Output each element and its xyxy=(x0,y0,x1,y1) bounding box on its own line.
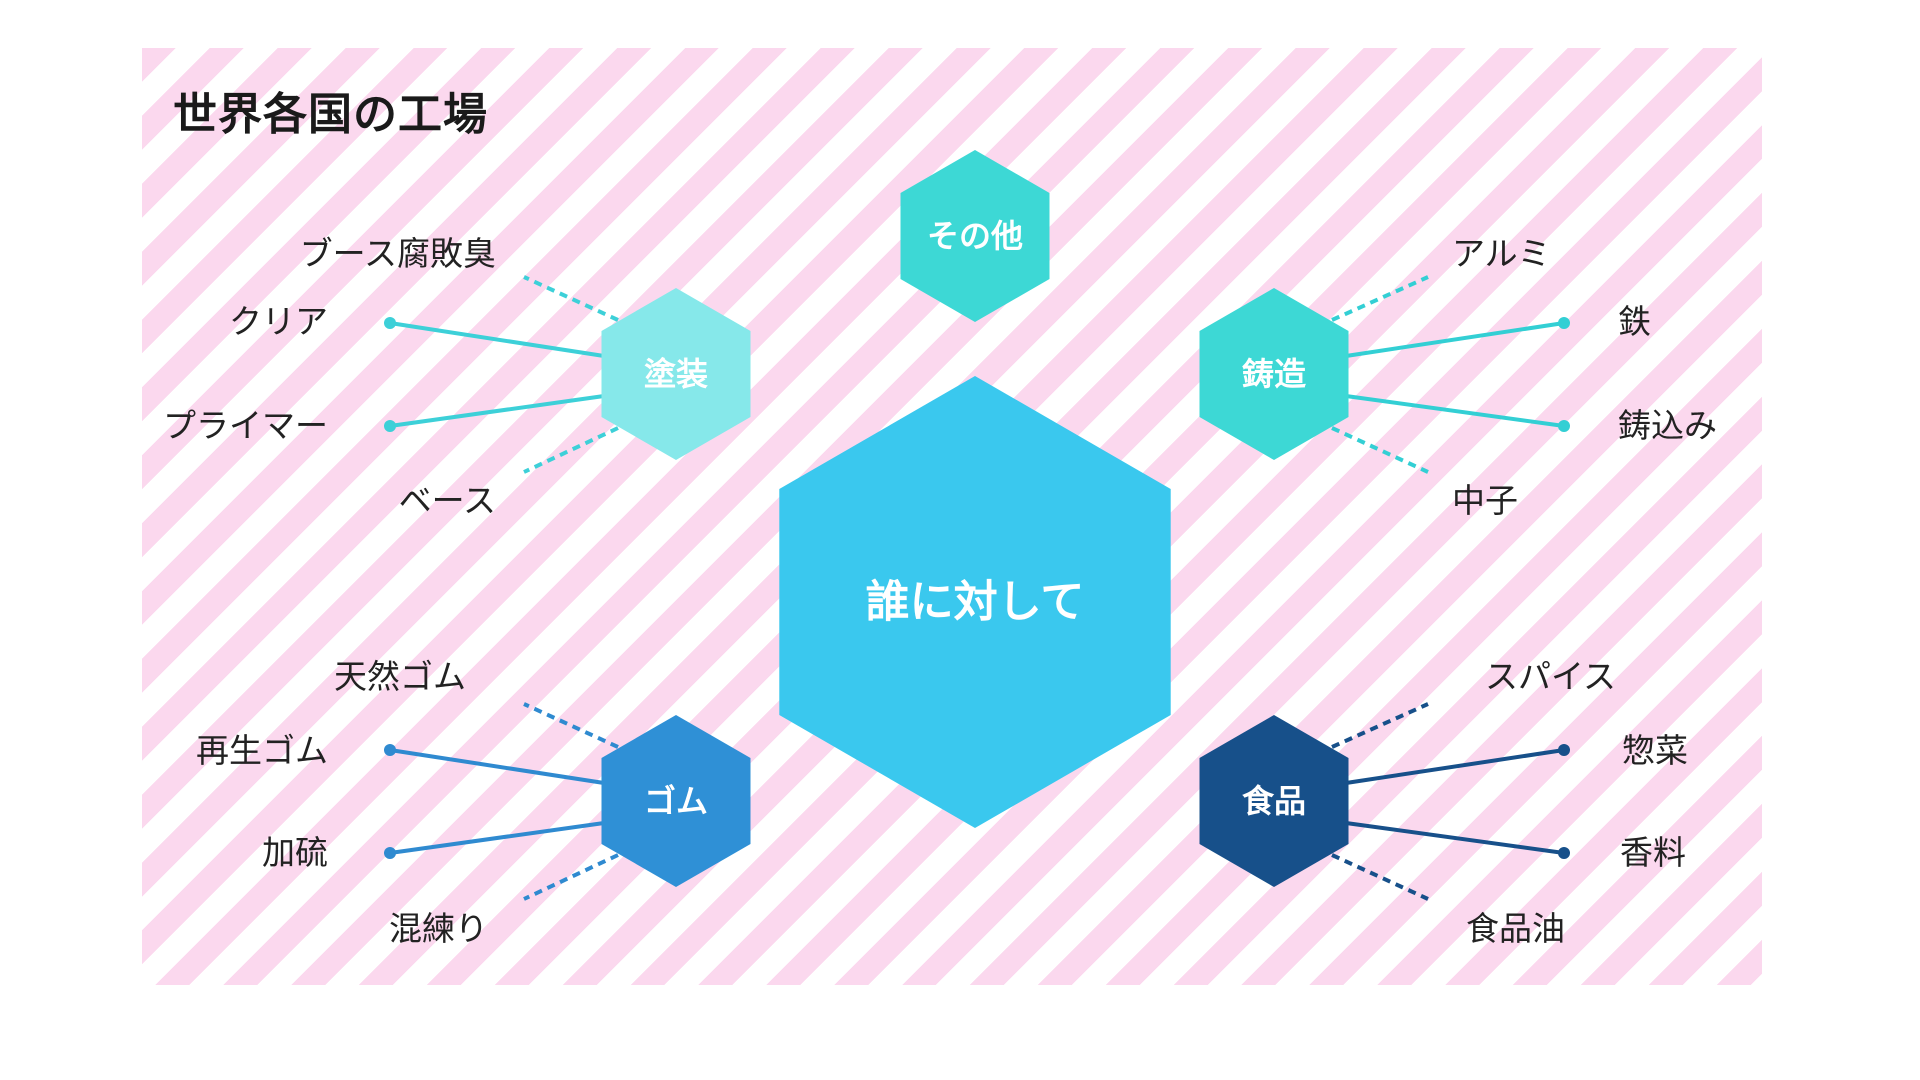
rubber-connector-2 xyxy=(389,821,605,855)
painting-connector-0 xyxy=(523,275,619,322)
painting-connector-1 xyxy=(389,321,605,358)
casting-hexagon: 鋳造 xyxy=(1199,288,1349,460)
painting-connector-3 xyxy=(523,426,619,474)
food-item-label-0: スパイス xyxy=(1485,657,1616,696)
casting-item-label-1: 鉄 xyxy=(1618,302,1651,341)
food-item-label-2: 香料 xyxy=(1620,833,1686,872)
center-hexagon-label: 誰に対して xyxy=(866,577,1085,628)
casting-hexagon-label: 鋳造 xyxy=(1242,355,1306,393)
painting-item-label-0: ブース腐敗臭 xyxy=(300,234,496,273)
food-connector-1 xyxy=(1345,748,1565,785)
other-hexagon-shape xyxy=(900,150,1050,322)
painting-connector-2 xyxy=(389,394,605,428)
casting-item-label-2: 鋳込み xyxy=(1618,406,1717,445)
other-hexagon-label: その他 xyxy=(927,217,1023,255)
painting-connector-dot-2 xyxy=(384,420,396,432)
casting-connector-0 xyxy=(1331,275,1429,322)
rubber-connector-dot-1 xyxy=(384,744,396,756)
casting-connector-2 xyxy=(1345,394,1565,428)
painting-hexagon: 塗装 xyxy=(601,288,751,460)
rubber-connector-0 xyxy=(523,702,619,749)
casting-item-label-3: 中子 xyxy=(1452,481,1518,520)
diagram-title: 世界各国の工場 xyxy=(173,89,488,140)
rubber-item-label-1: 再生ゴム xyxy=(196,731,328,770)
casting-connector-1 xyxy=(1345,321,1565,358)
food-hexagon-shape xyxy=(1199,715,1349,887)
food-connector-3 xyxy=(1331,853,1429,901)
casting-connector-3 xyxy=(1331,426,1429,474)
food-hexagon-label: 食品 xyxy=(1242,782,1306,820)
food-connector-0 xyxy=(1331,702,1429,749)
food-hexagon: 食品 xyxy=(1199,715,1349,887)
painting-hexagon-label: 塗装 xyxy=(644,355,708,393)
rubber-hexagon: ゴム xyxy=(601,715,751,887)
other-hexagon: その他 xyxy=(900,150,1050,322)
painting-hexagon-shape xyxy=(601,288,751,460)
painting-item-label-3: ベース xyxy=(399,481,496,520)
rubber-item-label-2: 加硫 xyxy=(262,833,328,872)
rubber-connector-3 xyxy=(523,853,619,901)
food-connector-2 xyxy=(1345,821,1565,855)
rubber-connector-1 xyxy=(389,748,605,785)
rubber-hexagon-shape xyxy=(601,715,751,887)
painting-item-label-2: プライマー xyxy=(163,406,328,445)
rubber-item-label-3: 混練り xyxy=(389,909,488,948)
food-item-label-1: 惣菜 xyxy=(1622,731,1688,770)
food-connector-dot-2 xyxy=(1558,847,1570,859)
center-hexagon-shape xyxy=(779,376,1171,828)
casting-hexagon-shape xyxy=(1199,288,1349,460)
casting-connector-dot-1 xyxy=(1558,317,1570,329)
painting-connector-dot-1 xyxy=(384,317,396,329)
food-connector-dot-1 xyxy=(1558,744,1570,756)
food-item-label-3: 食品油 xyxy=(1466,909,1565,948)
painting-item-label-1: クリア xyxy=(229,302,328,341)
rubber-hexagon-label: ゴム xyxy=(644,782,708,820)
center-hexagon: 誰に対して xyxy=(779,376,1171,828)
casting-connector-dot-2 xyxy=(1558,420,1570,432)
rubber-item-label-0: 天然ゴム xyxy=(334,657,466,696)
casting-item-label-0: アルミ xyxy=(1452,234,1551,273)
rubber-connector-dot-2 xyxy=(384,847,396,859)
